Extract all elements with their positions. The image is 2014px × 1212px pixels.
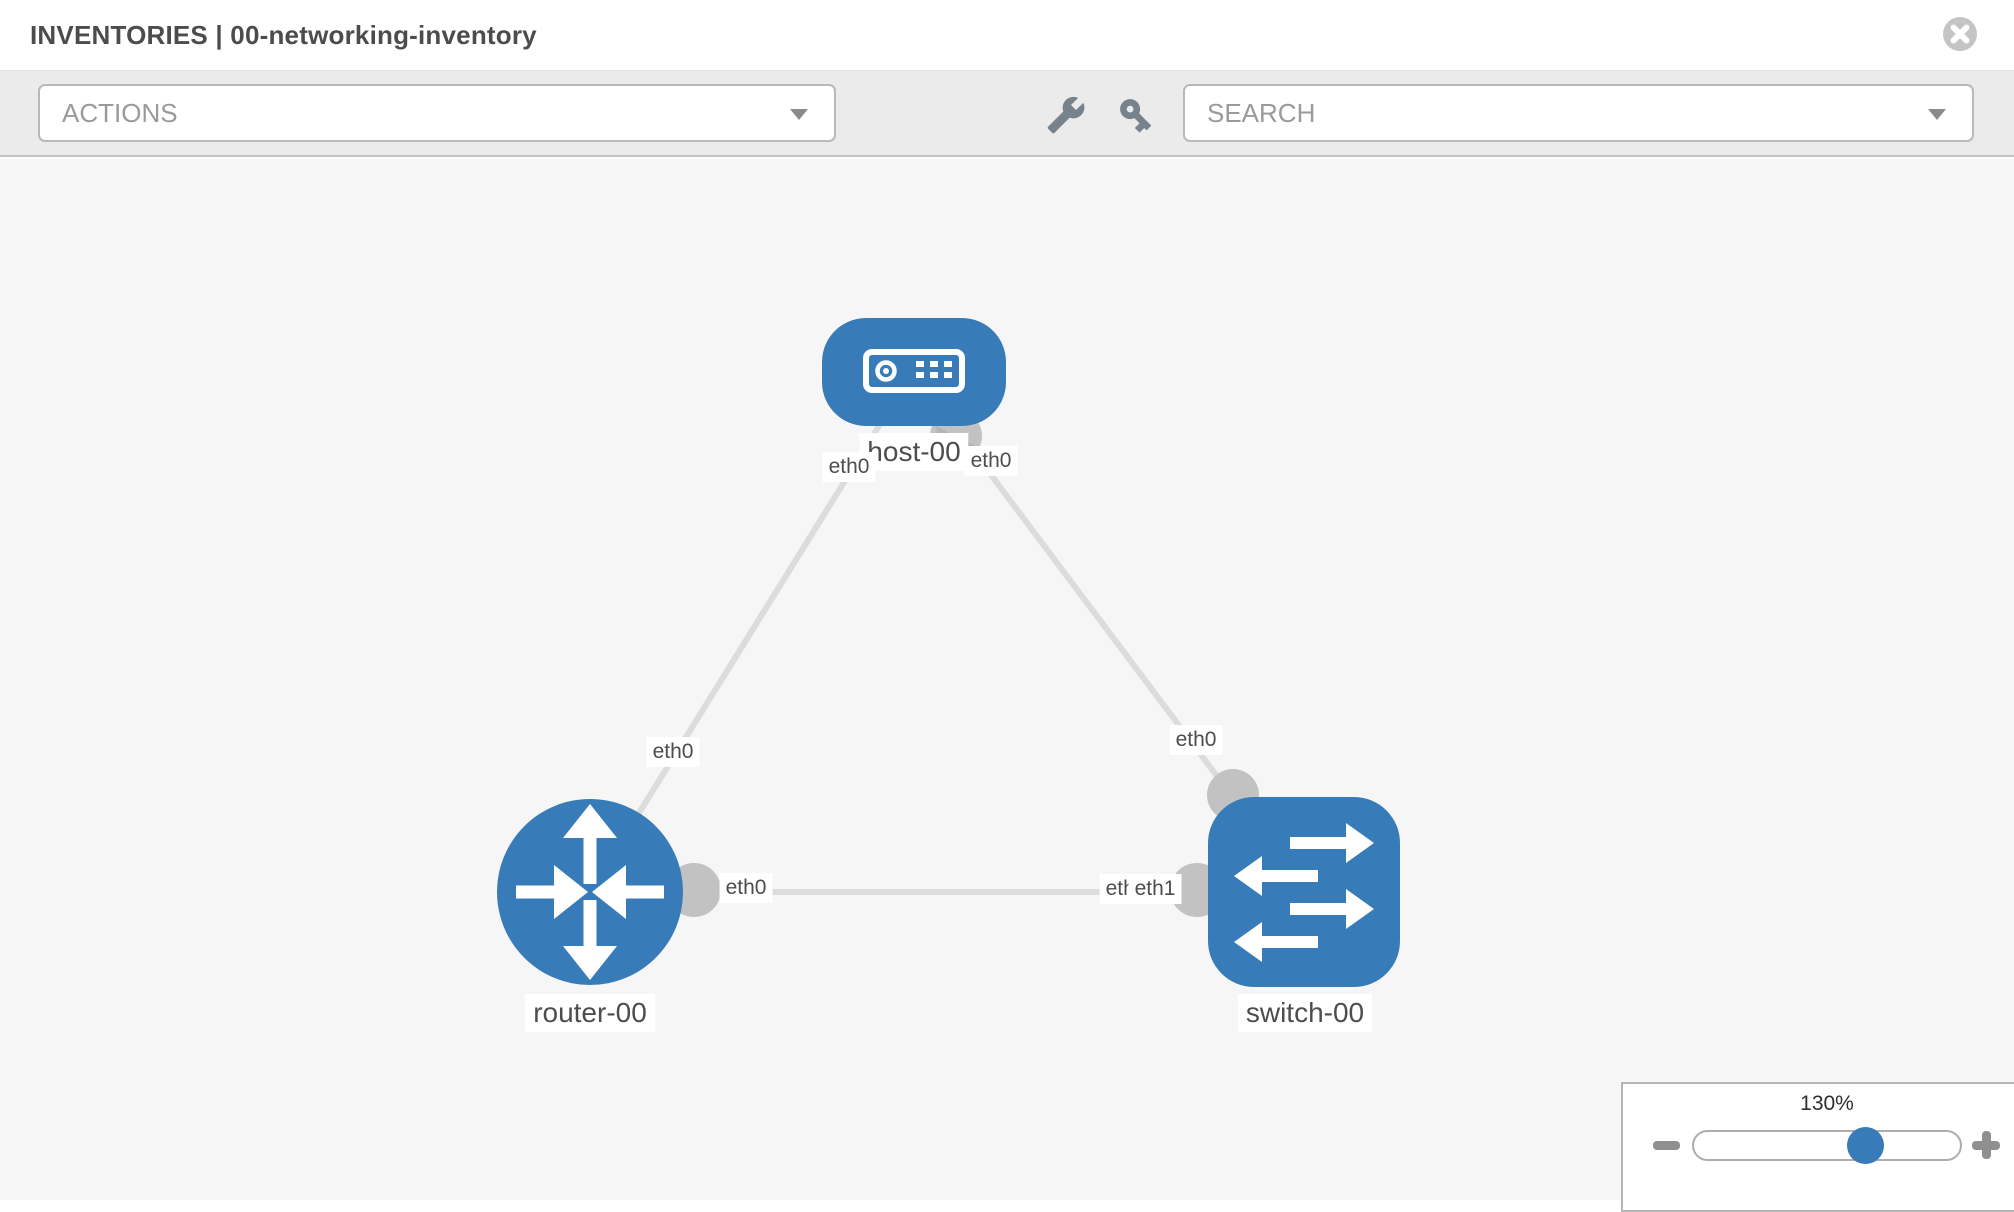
switch-icon: [1234, 823, 1374, 962]
chevron-down-icon: [1928, 109, 1946, 120]
node-router-00[interactable]: [497, 799, 683, 985]
wrench-icon: [1047, 96, 1085, 134]
node-label-host: host-00: [859, 433, 969, 471]
iface-label-host-eth0-right: eth0: [964, 446, 1018, 476]
router-icon: [516, 804, 664, 980]
iface-label-switch-eth1: eth1: [1128, 874, 1182, 904]
search-dropdown[interactable]: SEARCH: [1183, 84, 1974, 142]
zoom-slider-track[interactable]: [1692, 1130, 1962, 1161]
zoom-level-value: 130%: [1800, 1092, 1854, 1115]
page-title: INVENTORIES | 00-networking-inventory: [30, 20, 537, 50]
topology-canvas[interactable]: [0, 159, 2014, 1200]
iface-label-router-eth0: eth0: [719, 873, 773, 903]
host-icon: [863, 349, 965, 393]
actions-dropdown[interactable]: ACTIONS: [38, 84, 836, 142]
node-host-00[interactable]: [822, 318, 1006, 426]
close-icon: [1943, 17, 1977, 51]
search-dropdown-label: SEARCH: [1207, 98, 1316, 128]
plus-icon: [1982, 1131, 1991, 1159]
zoom-control-panel: 130%: [1621, 1082, 2014, 1212]
actions-dropdown-label: ACTIONS: [62, 98, 178, 128]
iface-label-host-eth0-left: eth0: [822, 452, 876, 482]
node-label-router: router-00: [525, 994, 655, 1032]
topology-graph: [497, 318, 1400, 987]
zoom-in-button[interactable]: [1972, 1131, 2000, 1159]
key-icon: [1120, 99, 1152, 133]
zoom-slider-thumb[interactable]: [1847, 1127, 1884, 1164]
node-switch-00[interactable]: [1208, 797, 1400, 987]
chevron-down-icon: [790, 109, 808, 120]
header-bar: INVENTORIES | 00-networking-inventory: [0, 0, 2014, 71]
key-button[interactable]: [1116, 95, 1156, 135]
iface-label-link-host-switch: eth0: [1169, 725, 1223, 755]
close-button[interactable]: [1942, 16, 1978, 52]
wrench-button[interactable]: [1046, 95, 1086, 135]
iface-label-link-host-router: eth0: [646, 737, 700, 767]
node-label-switch: switch-00: [1237, 994, 1373, 1032]
toolbar: ACTIONS SEARCH: [0, 71, 2014, 157]
zoom-out-button[interactable]: [1653, 1141, 1680, 1150]
